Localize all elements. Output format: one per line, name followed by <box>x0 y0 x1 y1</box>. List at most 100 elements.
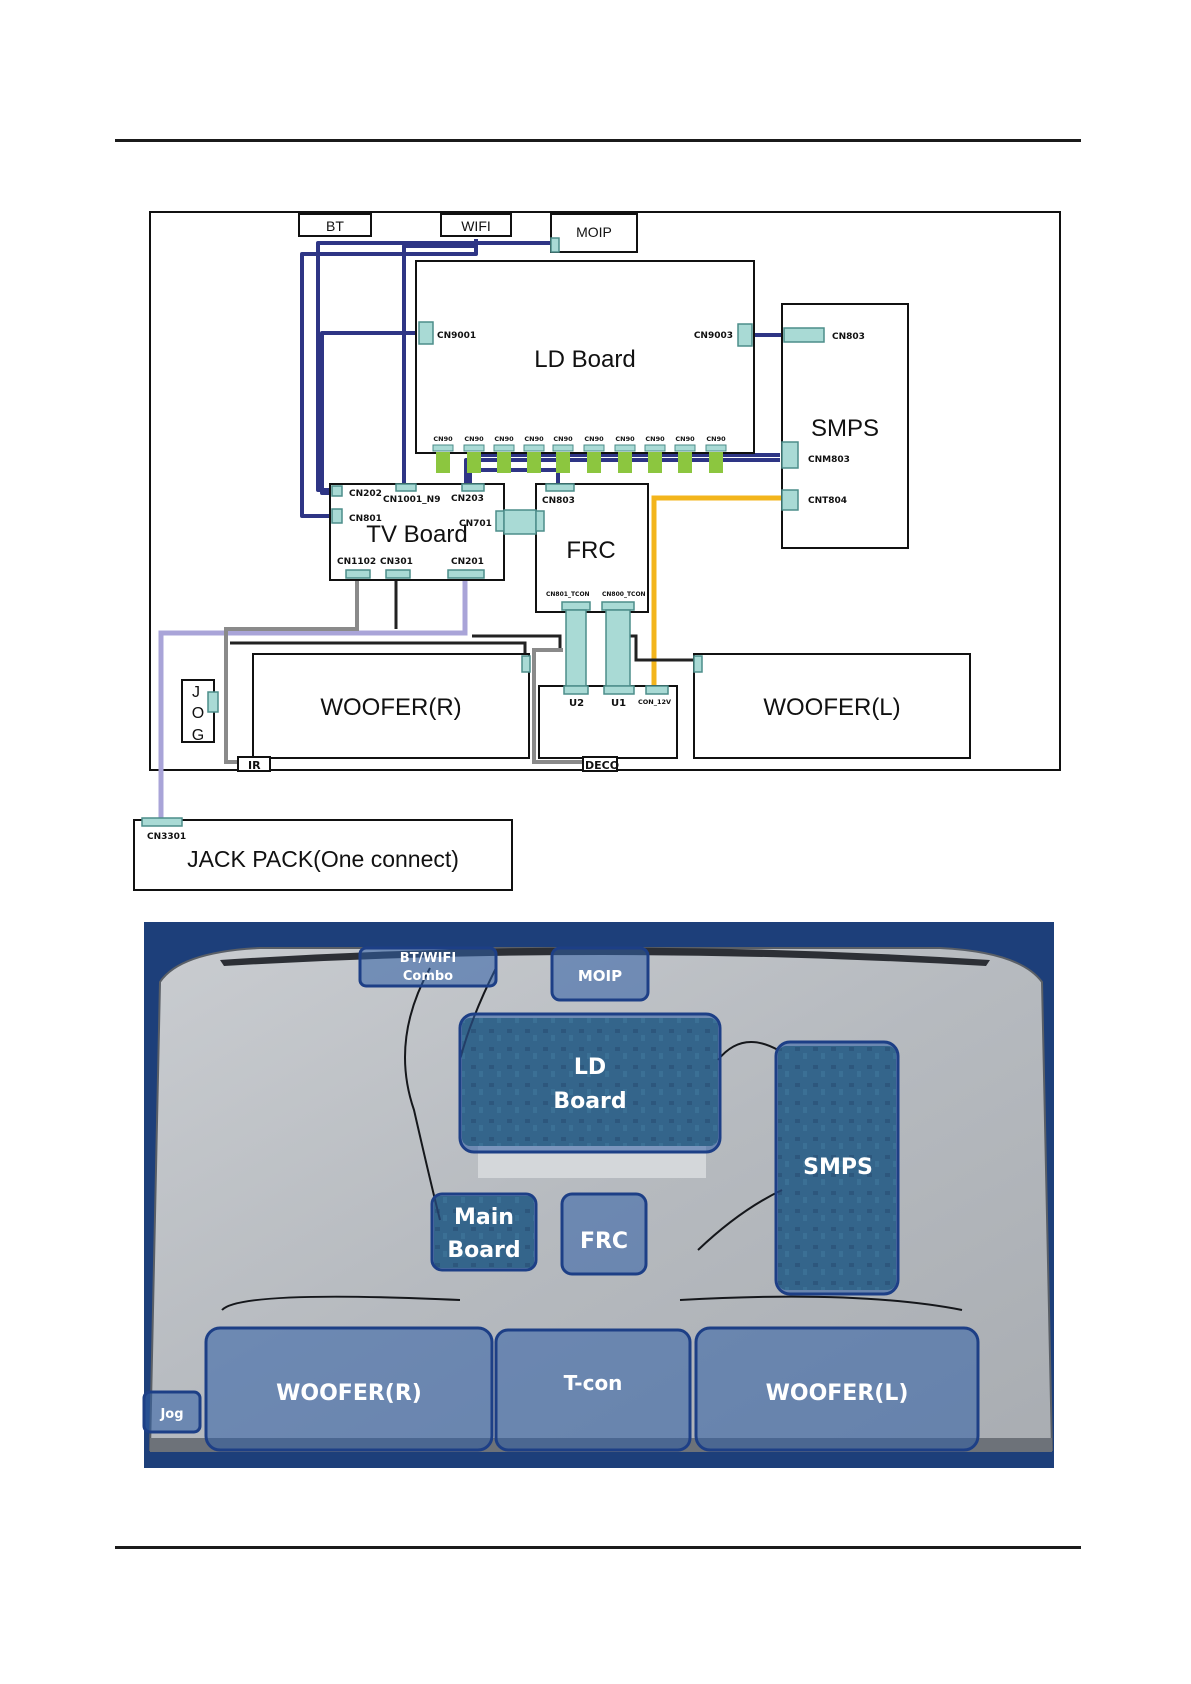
pad-con12v <box>645 685 669 695</box>
ld-row-pin <box>709 452 723 473</box>
ld-row-label: CN90 <box>615 435 635 443</box>
ld-row-pad <box>493 444 515 452</box>
frc-box <box>535 483 649 613</box>
pad-moip <box>550 237 560 253</box>
wiring-diagram: BT WIFI MOIP LD Board SMPS TV Board FRC … <box>133 211 1061 891</box>
photo-moip: MOIP <box>578 967 622 985</box>
overlay-ld <box>458 1012 722 1154</box>
ld-row-label: CN90 <box>553 435 573 443</box>
ld-row-pad <box>583 444 605 452</box>
lbl-con12v: CON_12V <box>638 698 671 706</box>
pad-u2 <box>563 685 589 695</box>
pad-cn3301 <box>141 817 183 827</box>
woofer-r-box <box>252 653 530 759</box>
jog-o: O <box>192 705 204 722</box>
ld-row-pad <box>674 444 696 452</box>
pad-cnm803 <box>781 441 799 469</box>
woofer-r-label: WOOFER(R) <box>320 694 461 721</box>
pad-cn201 <box>447 569 485 579</box>
gray-wires <box>224 574 602 764</box>
tv-chassis <box>148 947 1054 1451</box>
bottom-rule <box>115 1546 1081 1549</box>
ld-row-pin <box>587 452 601 473</box>
ld-row-pin <box>497 452 511 473</box>
pad-cn1102 <box>345 569 371 579</box>
pad-jog <box>207 691 219 713</box>
pad-cn9003 <box>737 323 753 347</box>
connector-labels: CN9001 CN9003 CN803 CNM803 CNT804 CN202 … <box>147 331 865 842</box>
pad-cn801-tcon <box>561 601 591 611</box>
photo-bt-wifi-1: BT/WIFI <box>400 951 456 966</box>
pad-cn9001 <box>418 321 434 345</box>
woofer-l-box <box>693 653 971 759</box>
overlay-woofer-r <box>204 1326 494 1452</box>
frc-label: FRC <box>566 537 615 564</box>
jog-box <box>181 679 215 743</box>
overlay-woofer-l <box>694 1326 980 1452</box>
jog-j: J <box>192 684 200 701</box>
lbl-cn202: CN202 <box>349 489 382 499</box>
pad-cn701-a <box>495 510 505 532</box>
wire-power-12v <box>651 495 782 686</box>
pad-cn801 <box>331 508 343 524</box>
moip-box <box>550 213 638 253</box>
pad-u1 <box>603 685 635 695</box>
photo-bt-wifi-2: Combo <box>403 969 453 984</box>
lbl-cn9003: CN9003 <box>694 331 733 341</box>
photo-tcon: T-con <box>564 1371 623 1395</box>
tcon-box <box>538 685 678 759</box>
photo-overlays <box>142 946 980 1452</box>
photo-woofer-l: WOOFER(L) <box>766 1381 909 1406</box>
pad-cn803-smps <box>783 327 825 343</box>
ld-board-label: LD Board <box>534 346 635 373</box>
photo-main-2: Board <box>447 1238 520 1263</box>
chassis-top-edge <box>220 947 990 966</box>
pad-cn803-frc <box>545 483 575 492</box>
lbl-cn803-frc: CN803 <box>542 496 575 506</box>
smps-label: SMPS <box>811 415 879 442</box>
ld-row-label: CN90 <box>464 435 484 443</box>
woofer-l-label: WOOFER(L) <box>763 694 900 721</box>
photo-smps: SMPS <box>803 1155 873 1180</box>
bt-box <box>298 213 372 237</box>
jack-pack-box <box>133 819 513 891</box>
lbl-cn701: CN701 <box>459 519 492 529</box>
ld-row-pad <box>523 444 545 452</box>
ld-row-pin <box>527 452 541 473</box>
ld-row-pin <box>467 452 481 473</box>
lbl-cn803-smps: CN803 <box>832 332 865 342</box>
wifi-label: WIFI <box>461 218 491 234</box>
lbl-cn1001: CN1001_N9 <box>383 495 440 505</box>
lbl-cn1102: CN1102 <box>337 557 376 567</box>
photo-ld-pcb <box>462 1018 718 1146</box>
wire-bt <box>300 239 478 518</box>
photo-cables <box>221 967 963 1311</box>
connector-pads <box>141 237 825 827</box>
chassis-bottom-edge <box>150 1438 1052 1452</box>
lbl-cnt804: CNT804 <box>808 496 847 506</box>
photo-woofer-r: WOOFER(R) <box>276 1381 422 1406</box>
lbl-cn301: CN301 <box>380 557 413 567</box>
ld-row-label: CN90 <box>645 435 665 443</box>
ld-row-pad <box>463 444 485 452</box>
pad-cnt804 <box>781 489 799 511</box>
lbl-cn800-tcon: CN800_TCON <box>602 591 646 598</box>
ld-row-label: CN90 <box>524 435 544 443</box>
ld-row-pin <box>648 452 662 473</box>
top-rule <box>115 139 1081 142</box>
overlay-bt-wifi <box>358 946 498 988</box>
ld-row-pin <box>436 452 450 473</box>
photo-ld-2: Board <box>553 1089 626 1114</box>
overlay-main <box>430 1192 538 1272</box>
ld-row-pad <box>432 444 454 452</box>
ld-row-pad <box>705 444 727 452</box>
ld-row-label: CN90 <box>675 435 695 443</box>
jog-g: G <box>192 727 204 744</box>
pad-woofer-r <box>521 655 531 673</box>
ld-row-label: CN90 <box>433 435 453 443</box>
wire-moip <box>316 241 552 492</box>
ld-row-label: CN90 <box>494 435 514 443</box>
ld-row-label: CN90 <box>706 435 726 443</box>
photo-labels: BT/WIFI Combo MOIP LD Board SMPS Main Bo… <box>159 951 908 1422</box>
